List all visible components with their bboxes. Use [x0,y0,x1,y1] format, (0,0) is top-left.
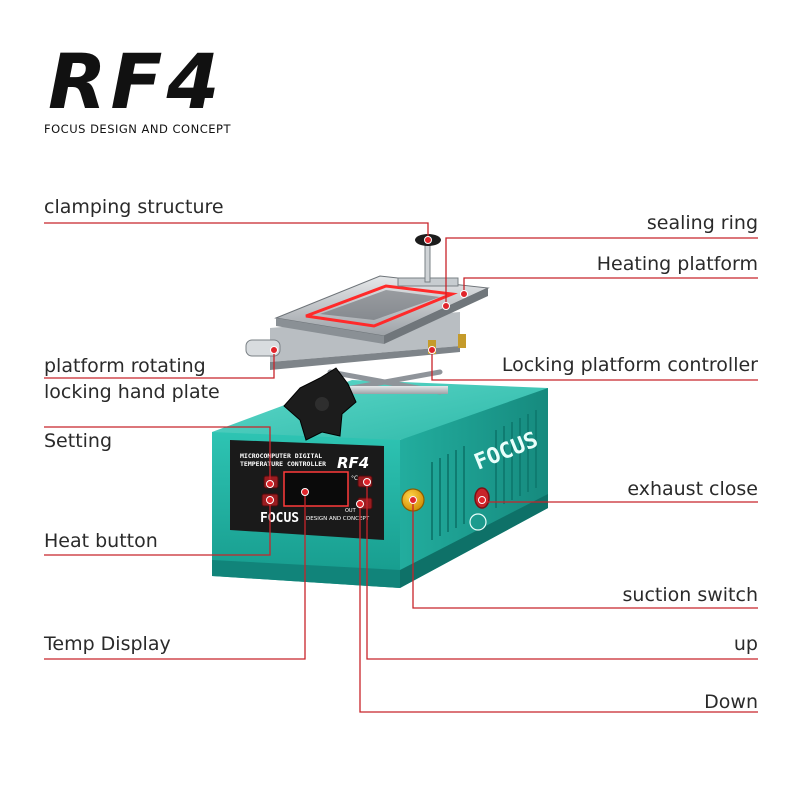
logo-mark: RF4 [48,37,223,126]
label-locking-platform-controller: Locking platform controller [502,354,758,376]
label-heat-button: Heat button [44,530,158,552]
side-badge [469,513,487,531]
label-exhaust-close: exhaust close [627,478,758,500]
sealing-ring-shape [305,284,458,328]
controller-line1: MICROCOMPUTER DIGITAL [240,452,322,460]
clamp-post [424,243,431,283]
temp-display [283,471,349,507]
device-illustration: FOCUS MICROCOMPUTER DIGITAL TEMPERATURE … [212,234,548,588]
label-setting: Setting [44,430,112,452]
callout-labels: clamping structure sealing ring Heating … [43,196,758,713]
label-heating-platform: Heating platform [597,253,758,275]
label-suction-switch: suction switch [623,584,758,606]
label-platform-rotating: platform rotating [44,355,206,377]
controller-line2: TEMPERATURE CONTROLLER [240,460,326,468]
panel-focus-print: FOCUS [260,511,299,526]
logo-tagline: FOCUS DESIGN AND CONCEPT [44,122,231,136]
callout-lines [44,222,758,713]
out-label: OUT [345,508,357,514]
label-temp-display: Temp Display [43,633,171,655]
degree-mark: °C [351,475,358,482]
label-sealing-ring: sealing ring [647,212,758,234]
body-top-face [212,380,548,448]
label-up: up [734,633,758,655]
label-locking-hand-plate: locking hand plate [44,381,220,403]
label-down: Down [704,691,758,713]
side-vents [431,410,537,540]
panel-brand: RF4 [337,454,369,472]
panel-design-concept: DESIGN AND CONCEPT [306,516,370,522]
brand-logo: RF4 FOCUS DESIGN AND CONCEPT [44,37,231,136]
label-clamping-structure: clamping structure [44,196,224,218]
